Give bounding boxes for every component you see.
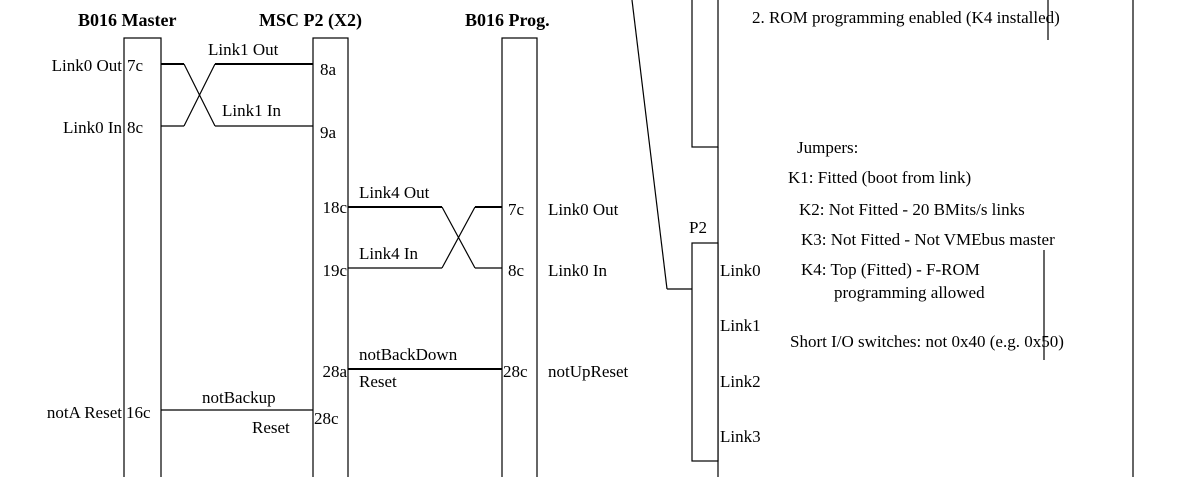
prog-header: B016 Prog. [465, 10, 550, 30]
b016-master-bar [123, 37, 162, 477]
p2-link2: Link2 [720, 372, 761, 391]
jumper-k4-line2: programming allowed [834, 283, 985, 302]
p2-label: P2 [689, 218, 707, 237]
p2-link3: Link3 [720, 427, 761, 446]
prog-pin-28c: 28c [503, 362, 528, 381]
master-link0-out-label: Link0 Out [52, 56, 123, 75]
msc-pin-28a: 28a [322, 362, 347, 381]
pointer-line-top [631, 0, 668, 290]
jumpers-title: Jumpers: [797, 138, 858, 157]
link1-out-label: Link1 Out [208, 40, 279, 59]
prog-link0-in-label: Link0 In [548, 261, 608, 280]
prog-pin-8c: 8c [508, 261, 525, 280]
msc-header: MSC P2 (X2) [259, 10, 362, 31]
link4-in-label: Link4 In [359, 244, 419, 263]
jumper-k2: K2: Not Fitted - 20 BMits/s links [799, 200, 1025, 219]
p2-link0: Link0 [720, 261, 761, 280]
p2-connector-bar [691, 242, 719, 462]
link1-in-label: Link1 In [222, 101, 282, 120]
msc-pin-28c: 28c [314, 409, 339, 428]
jumper-k1: K1: Fitted (boot from link) [788, 168, 971, 187]
link0-in-cross [183, 63, 216, 127]
short-io-note: Short I/O switches: not 0x40 (e.g. 0x50) [790, 332, 1064, 351]
master-nota-reset-label: notA Reset [47, 403, 122, 422]
master-pin-8c: 8c [127, 118, 144, 137]
link4-out-label: Link4 Out [359, 183, 430, 202]
jumper-k3: K3: Not Fitted - Not VMEbus master [801, 230, 1055, 249]
notbackdown-label: notBackDown [359, 345, 458, 364]
reset-label-1: Reset [252, 418, 290, 437]
master-pin-7c: 7c [127, 56, 144, 75]
master-header: B016 Master [78, 10, 176, 30]
b016-prog-bar [501, 37, 538, 477]
rom-programming-note: 2. ROM programming enabled (K4 installed… [752, 8, 1060, 27]
reset-label-2: Reset [359, 372, 397, 391]
link4-in-cross [441, 206, 476, 269]
prog-link0-out-label: Link0 Out [548, 200, 619, 219]
master-pin-16c: 16c [126, 403, 151, 422]
msc-pin-18c: 18c [322, 198, 347, 217]
jumper-k4-line1: K4: Top (Fitted) - F-ROM [801, 260, 980, 279]
prog-pin-7c: 7c [508, 200, 525, 219]
p2-link1: Link1 [720, 316, 761, 335]
msc-pin-9a: 9a [320, 123, 337, 142]
notbackup-label: notBackup [202, 388, 276, 407]
msc-pin-8a: 8a [320, 60, 337, 79]
msc-p2-bar [312, 37, 349, 477]
msc-pin-19c: 19c [322, 261, 347, 280]
master-link0-in-label: Link0 In [63, 118, 123, 137]
upper-board-bar [691, 0, 719, 148]
notupreset-label: notUpReset [548, 362, 629, 381]
